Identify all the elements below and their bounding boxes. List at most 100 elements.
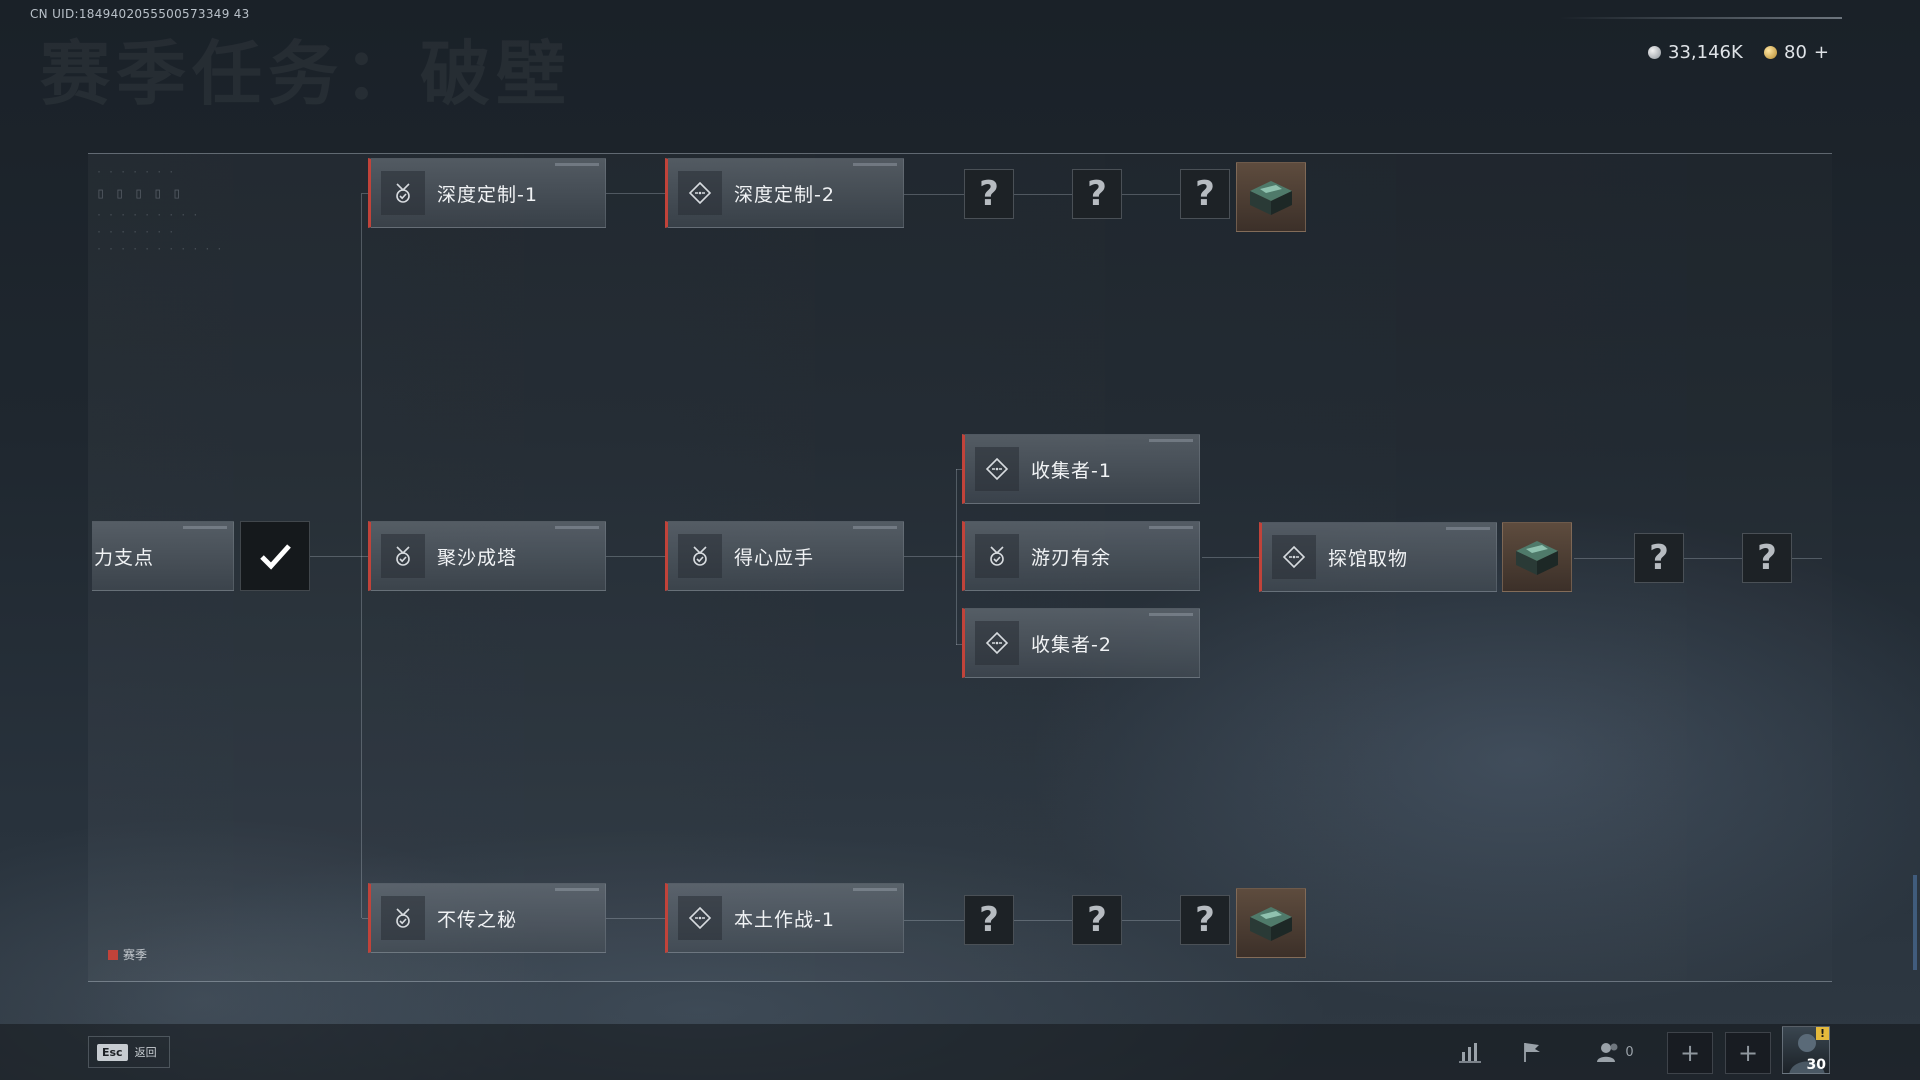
connector <box>956 556 964 557</box>
diamond-target-icon <box>678 171 722 215</box>
gold-amount: 80 <box>1784 42 1807 63</box>
locked-task-slot[interactable]: ? <box>1180 169 1230 219</box>
connector <box>310 556 362 557</box>
connector <box>1792 558 1822 559</box>
back-button[interactable]: Esc 返回 <box>88 1036 170 1068</box>
task-label: 探馆取物 <box>1328 547 1409 570</box>
medal-check-icon <box>381 896 425 940</box>
diamond-target-icon <box>1272 535 1316 579</box>
connector <box>904 556 956 557</box>
player-level: 30 <box>1806 1057 1826 1073</box>
locked-task-slot[interactable]: ? <box>1072 895 1122 945</box>
friends-button[interactable]: 0 <box>1584 1036 1644 1068</box>
question-mark: ? <box>1649 538 1669 578</box>
gold-add-button[interactable]: + <box>1813 42 1829 63</box>
question-mark: ? <box>1195 174 1215 214</box>
legend: 赛季 <box>108 946 147 963</box>
task-secret[interactable]: 不传之秘 <box>368 883 606 953</box>
task-deep-custom-2[interactable]: 深度定制-2 <box>665 158 904 228</box>
connector <box>362 918 370 919</box>
task-native-op-1[interactable]: 本土作战-1 <box>665 883 904 953</box>
connector <box>1122 920 1180 921</box>
task-collector-2[interactable]: 收集者-2 <box>962 608 1200 678</box>
edge-indicator <box>1913 875 1917 970</box>
connector <box>1122 194 1180 195</box>
gold-currency[interactable]: 80 + <box>1764 42 1829 63</box>
connector <box>904 194 964 195</box>
friends-icon <box>1597 1043 1618 1062</box>
question-mark: ? <box>979 900 999 940</box>
check-icon <box>260 544 291 570</box>
stats-button[interactable] <box>1448 1036 1492 1068</box>
task-label: 得心应手 <box>734 546 815 569</box>
diamond-target-icon <box>975 621 1019 665</box>
medal-check-icon <box>381 171 425 215</box>
task-label: 深度定制-1 <box>437 183 538 206</box>
task-label: 深度定制-2 <box>734 183 835 206</box>
top-decoration-line <box>1560 17 1842 19</box>
locked-task-slot[interactable]: ? <box>1072 169 1122 219</box>
plus-icon: + <box>1737 1039 1759 1067</box>
reward-crate-slot[interactable] <box>1502 522 1572 592</box>
locked-task-slot[interactable]: ? <box>1742 533 1792 583</box>
task-label: 聚沙成塔 <box>437 546 518 569</box>
legend-swatch <box>108 949 118 960</box>
connector <box>1014 194 1072 195</box>
task-label: 力支点 <box>94 546 155 569</box>
connector <box>904 920 964 921</box>
connector-trunk <box>361 193 362 918</box>
diamond-target-icon <box>975 447 1019 491</box>
add-squad-slot-button[interactable]: + <box>1725 1032 1771 1074</box>
operator-portrait-icon <box>1789 1034 1825 1073</box>
task-pivot-point[interactable]: 力支点 <box>92 521 234 591</box>
task-handy[interactable]: 得心应手 <box>665 521 904 591</box>
locked-task-slot[interactable]: ? <box>1180 895 1230 945</box>
task-ample-room[interactable]: 游刃有余 <box>962 521 1200 591</box>
silver-currency: 33,146K <box>1648 42 1743 63</box>
gold-coin-icon <box>1764 46 1777 59</box>
question-mark: ? <box>1757 538 1777 578</box>
completed-slot[interactable] <box>240 521 310 591</box>
medal-check-icon <box>678 534 722 578</box>
reward-crate-slot[interactable] <box>1236 888 1306 958</box>
locked-task-slot[interactable]: ? <box>964 169 1014 219</box>
diamond-target-icon <box>678 896 722 940</box>
connector <box>956 644 964 645</box>
question-mark: ? <box>1087 174 1107 214</box>
task-label: 不传之秘 <box>437 908 518 931</box>
locked-task-slot[interactable]: ? <box>964 895 1014 945</box>
question-mark: ? <box>979 174 999 214</box>
medal-check-icon <box>381 534 425 578</box>
task-deep-custom-1[interactable]: 深度定制-1 <box>368 158 606 228</box>
task-label: 收集者-1 <box>1031 459 1112 482</box>
question-mark: ? <box>1087 900 1107 940</box>
page-title: 赛季任务：破壁 <box>40 33 572 115</box>
crate-icon <box>1516 541 1558 575</box>
notification-badge: ! <box>1816 1027 1829 1040</box>
connector <box>1202 557 1262 558</box>
connector <box>362 193 370 194</box>
task-collector-1[interactable]: 收集者-1 <box>962 434 1200 504</box>
question-mark: ? <box>1195 900 1215 940</box>
task-sand-tower[interactable]: 聚沙成塔 <box>368 521 606 591</box>
connector <box>1574 558 1634 559</box>
uid-text: CN UID:1849402055500573349 43 <box>30 7 250 21</box>
esc-key: Esc <box>97 1043 128 1061</box>
flag-button[interactable] <box>1510 1036 1554 1068</box>
player-avatar[interactable]: ! 30 <box>1782 1026 1830 1074</box>
connector <box>1014 920 1072 921</box>
crate-icon <box>1250 907 1292 941</box>
connector <box>606 556 666 557</box>
friends-count: 0 <box>1625 1044 1634 1060</box>
add-squad-slot-button[interactable]: + <box>1667 1032 1713 1074</box>
connector <box>956 469 964 470</box>
task-explore-take[interactable]: 探馆取物 <box>1259 522 1497 592</box>
connector <box>606 918 666 919</box>
bar-chart-icon <box>1459 1043 1481 1063</box>
task-label: 本土作战-1 <box>734 908 835 931</box>
silver-coin-icon <box>1648 46 1661 59</box>
silver-amount: 33,146K <box>1668 42 1743 63</box>
locked-task-slot[interactable]: ? <box>1634 533 1684 583</box>
reward-crate-slot[interactable] <box>1236 162 1306 232</box>
connector <box>1684 558 1742 559</box>
